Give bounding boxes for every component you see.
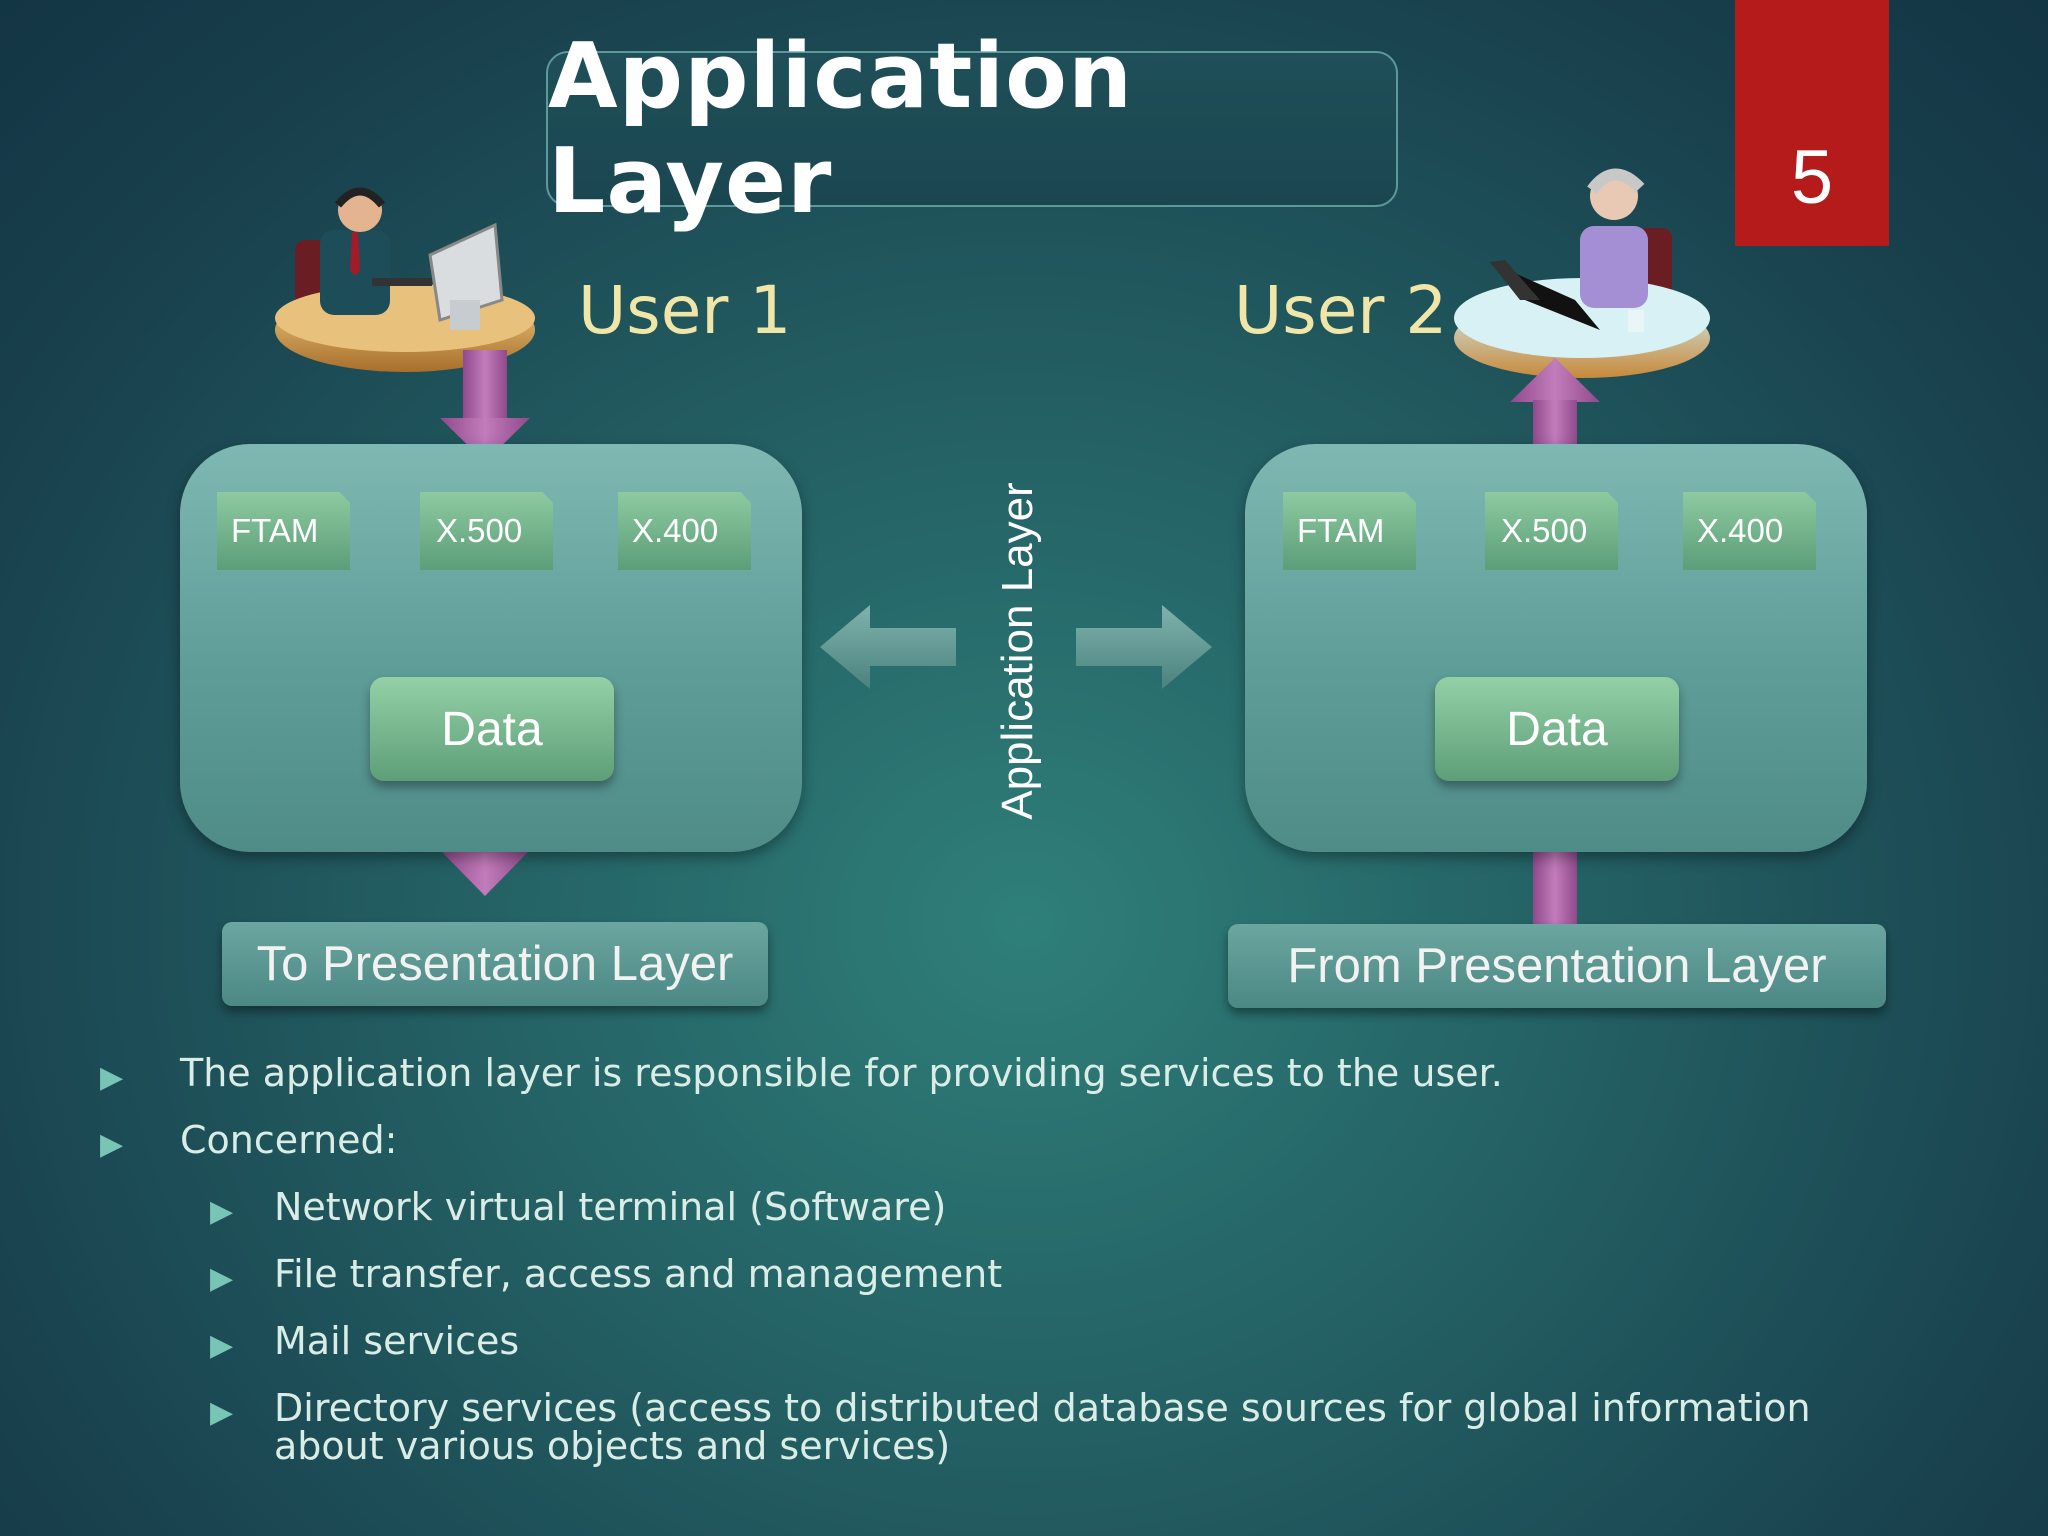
bullet-list: ▶ The application layer is responsible f… <box>100 1054 2000 1491</box>
sub-bullet-item: ▶ Directory services (access to distribu… <box>210 1386 1811 1468</box>
center-label-wrapper: Application Layer <box>898 482 1138 820</box>
user2-protocol-ftam: FTAM <box>1283 492 1416 570</box>
bullet-triangle-icon: ▶ <box>210 1261 234 1296</box>
user2-label: User 2 <box>1234 272 1448 349</box>
user1-data-box: Data <box>370 677 614 781</box>
slide-number: 5 <box>1790 135 1834 220</box>
bullet-triangle-icon: ▶ <box>100 1127 124 1162</box>
title-box: Application Layer <box>546 24 1398 234</box>
sub-bullet-item: ▶ Mail services <box>210 1319 520 1363</box>
slide-title: Application Layer <box>548 24 1134 234</box>
to-presentation-layer-box: To Presentation Layer <box>222 922 768 1006</box>
center-application-layer-label: Application Layer <box>993 482 1043 820</box>
bullet-triangle-icon: ▶ <box>210 1194 234 1229</box>
user1-protocol-x500: X.500 <box>420 492 553 570</box>
sub-bullet-item: ▶ Network virtual terminal (Software) <box>210 1185 947 1229</box>
user1-label: User 1 <box>578 272 792 349</box>
user1-protocol-ftam: FTAM <box>217 492 350 570</box>
user2-protocol-x400: X.400 <box>1683 492 1816 570</box>
left-arrow-icon <box>820 605 956 689</box>
bullet-triangle-icon: ▶ <box>210 1395 234 1430</box>
bullet-item: ▶ The application layer is responsible f… <box>100 1051 1503 1095</box>
bullet-triangle-icon: ▶ <box>210 1328 234 1363</box>
right-arrow-icon <box>1076 605 1212 689</box>
user2-protocol-x500: X.500 <box>1485 492 1618 570</box>
slide-number-badge: 5 <box>1735 0 1889 246</box>
sub-bullet-item: ▶ File transfer, access and management <box>210 1252 1003 1296</box>
user2-figure-icon <box>1454 168 1710 378</box>
from-presentation-layer-box: From Presentation Layer <box>1228 924 1886 1008</box>
user1-figure-icon <box>275 187 535 372</box>
bullet-item: ▶ Concerned: <box>100 1118 398 1162</box>
user1-down-arrow-top <box>440 350 530 462</box>
bullet-triangle-icon: ▶ <box>100 1060 124 1095</box>
user2-data-box: Data <box>1435 677 1679 781</box>
user1-protocol-x400: X.400 <box>618 492 751 570</box>
